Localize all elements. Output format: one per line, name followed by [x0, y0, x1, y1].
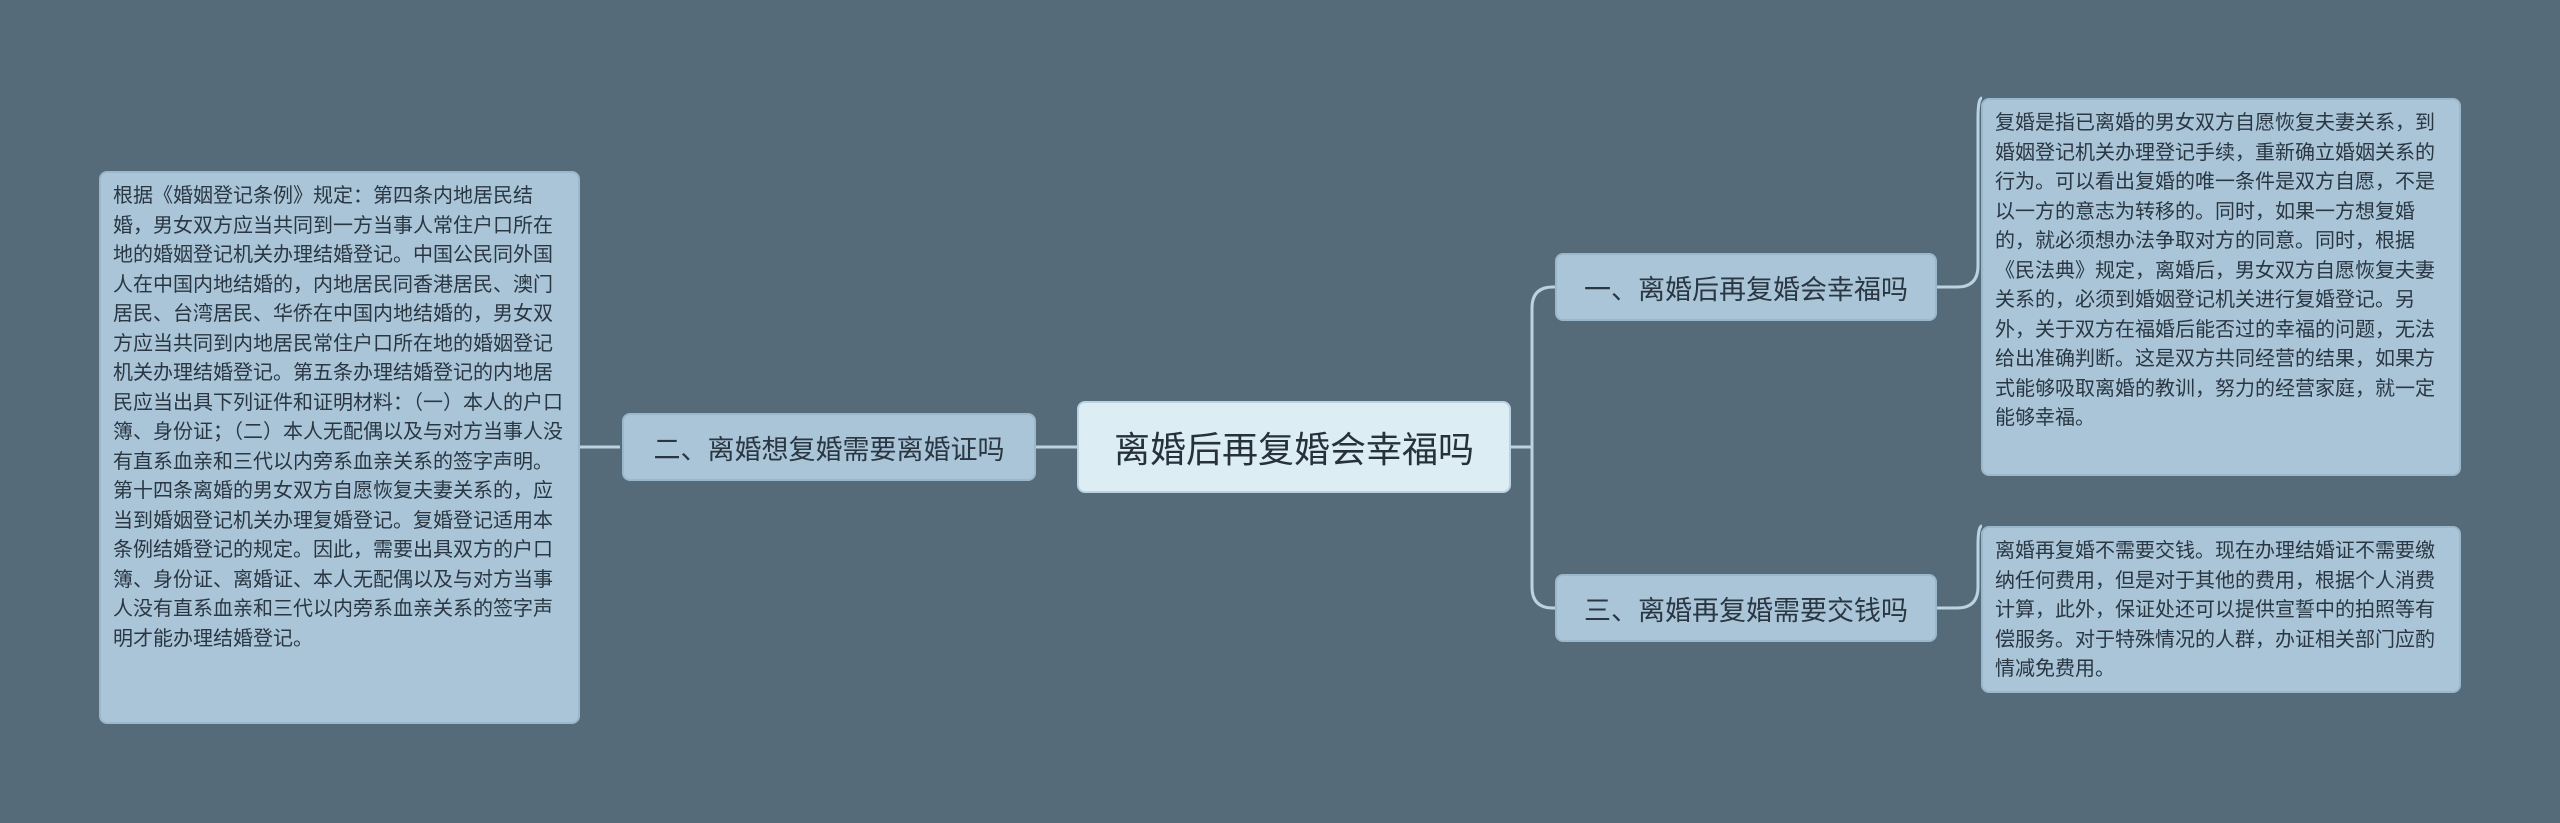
detail-node-1: 复婚是指已离婚的男女双方自愿恢复夫妻关系，到婚姻登记机关办理登记手续，重新确立婚… [1981, 98, 2461, 476]
detail-node-2: 根据《婚姻登记条例》规定：第四条内地居民结婚，男女双方应当共同到一方当事人常住户… [99, 171, 580, 724]
detail-3-text: 离婚再复婚不需要交钱。现在办理结婚证不需要缴纳任何费用，但是对于其他的费用，根据… [1995, 538, 2435, 680]
detail-node-3: 离婚再复婚不需要交钱。现在办理结婚证不需要缴纳任何费用，但是对于其他的费用，根据… [1981, 526, 2461, 693]
branch-1-label: 一、离婚后再复婚会幸福吗 [1584, 274, 1908, 306]
branch-3-label: 三、离婚再复婚需要交钱吗 [1584, 595, 1908, 627]
branch-node-2[interactable]: 二、离婚想复婚需要离婚证吗 [622, 413, 1036, 481]
branch-node-1[interactable]: 一、离婚后再复婚会幸福吗 [1555, 253, 1937, 321]
detail-2-text: 根据《婚姻登记条例》规定：第四条内地居民结婚，男女双方应当共同到一方当事人常住户… [113, 183, 563, 650]
connector-root-branches-right [1511, 285, 1555, 610]
root-label: 离婚后再复婚会幸福吗 [1113, 430, 1474, 471]
detail-1-text: 复婚是指已离婚的男女双方自愿恢复夫妻关系，到婚姻登记机关办理登记手续，重新确立婚… [1995, 110, 2435, 429]
connector-branch-1-detail [1937, 96, 1983, 289]
connector-branch-3-detail [1937, 524, 1983, 610]
branch-2-label: 二、离婚想复婚需要离婚证吗 [653, 434, 1005, 466]
root-node[interactable]: 离婚后再复婚会幸福吗 [1077, 401, 1511, 493]
branch-node-3[interactable]: 三、离婚再复婚需要交钱吗 [1555, 574, 1937, 642]
